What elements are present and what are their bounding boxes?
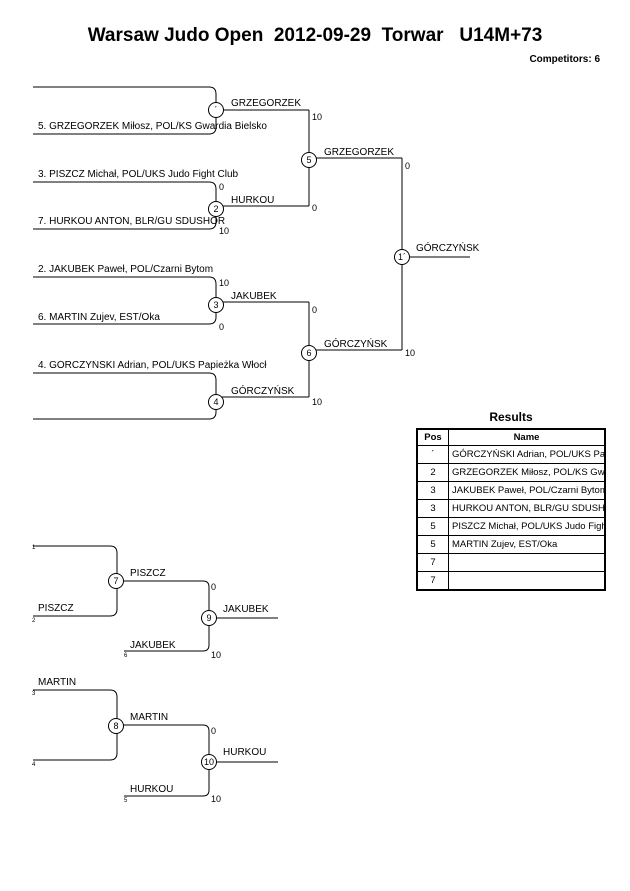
- match-number: 10: [201, 754, 217, 770]
- match-score: 0: [312, 203, 318, 213]
- match-number: 4: [208, 394, 224, 410]
- entrant-3: 7. HURKOU ANTON, BLR/GU SDUSHOR: [38, 216, 226, 227]
- match-score: 10: [312, 112, 323, 122]
- match-winner: JAKUBEK: [231, 291, 277, 302]
- results-header-row: Pos Name: [416, 428, 606, 446]
- match-winner: GÓRCZYŃSK: [416, 243, 480, 254]
- result-pos: 3: [416, 499, 449, 518]
- match-winner: GRZEGORZEK: [324, 147, 395, 158]
- entrant-2: 3. PISZCZ Michał, POL/UKS Judo Fight Clu…: [38, 169, 239, 180]
- match-winner: JAKUBEK: [223, 604, 269, 615]
- result-pos: 3: [416, 481, 449, 500]
- table-row: 7: [416, 571, 606, 591]
- repechage-name: HURKOU: [130, 784, 174, 795]
- match-number: 6: [301, 345, 317, 361]
- result-name: [448, 571, 606, 591]
- page-title: Warsaw Judo Open 2012-09-29 Torwar U14M+…: [87, 25, 543, 46]
- entrant-6: 4. GÓRCZYŃSKI Adrian, POL/UKS Papieżka W…: [38, 360, 267, 371]
- match-winner: MARTIN: [130, 712, 169, 723]
- match-number: 3: [208, 297, 224, 313]
- match-score: 10: [312, 397, 323, 407]
- match-number: 1´: [394, 249, 410, 265]
- match-winner: GÓRCZYŃSK: [324, 339, 388, 350]
- entrant-5: 6. MARTIN Zujev, EST/Oka: [38, 312, 160, 323]
- seed-number: 1: [32, 545, 36, 551]
- result-pos: 2: [416, 463, 449, 482]
- match-number: 9: [201, 610, 217, 626]
- match-winner: PISZCZ: [130, 568, 166, 579]
- result-name: GÓRCZYŃSKI Adrian, POL/UKS Papi: [448, 445, 606, 464]
- table-row: ´GÓRCZYŃSKI Adrian, POL/UKS Papi: [416, 445, 606, 464]
- entrant-4: 2. JAKUBEK Paweł, POL/Czarni Bytom: [38, 264, 214, 275]
- match-score: 10: [211, 650, 222, 660]
- seed-number: 4: [32, 762, 36, 768]
- result-pos: 5: [416, 517, 449, 536]
- result-name: [448, 553, 606, 572]
- match-score: 0: [219, 182, 225, 192]
- result-pos: 7: [416, 571, 449, 591]
- match-winner: GÓRCZYŃSK: [231, 386, 295, 397]
- seed-number: 2: [32, 618, 36, 624]
- result-name: HURKOU ANTON, BLR/GU SDUSHOR: [448, 499, 606, 518]
- result-name: PISZCZ Michał, POL/UKS Judo Fight C: [448, 517, 606, 536]
- competitors-count: Competitors: 6: [529, 54, 600, 65]
- match-score: 10: [405, 348, 416, 358]
- results-title: Results: [489, 410, 533, 424]
- match-winner: HURKOU: [231, 195, 275, 206]
- match-winner: HURKOU: [223, 747, 267, 758]
- match-score: 10: [219, 226, 230, 236]
- column-header-pos: Pos: [416, 428, 449, 446]
- seed-number: 3: [32, 691, 36, 697]
- result-name: JAKUBEK Paweł, POL/Czarni Bytom: [448, 481, 606, 500]
- repechage-name: PISZCZ: [38, 603, 74, 614]
- result-name: GRZEGORZEK Miłosz, POL/KS Gwar: [448, 463, 606, 482]
- match-number: 2: [208, 201, 224, 217]
- result-name: MARTIN Zujev, EST/Oka: [448, 535, 606, 554]
- match-number: 5: [301, 152, 317, 168]
- match-number: 8: [108, 718, 124, 734]
- repechage-name: JAKUBEK: [130, 640, 176, 651]
- match-score: 0: [211, 726, 217, 736]
- result-pos: ´: [416, 445, 449, 464]
- match-number: ´: [208, 102, 224, 118]
- results-table: Pos Name ´GÓRCZYŃSKI Adrian, POL/UKS Pap…: [416, 428, 606, 591]
- match-score: 0: [211, 582, 217, 592]
- match-score: 10: [219, 278, 230, 288]
- match-score: 0: [312, 305, 318, 315]
- match-score: 10: [211, 794, 222, 804]
- match-number: 7: [108, 573, 124, 589]
- match-score: 0: [405, 161, 411, 171]
- seed-number: 6: [124, 653, 128, 659]
- column-header-name: Name: [448, 428, 606, 446]
- table-row: 7: [416, 553, 606, 572]
- match-score: 0: [219, 322, 225, 332]
- match-winner: GRZEGORZEK: [231, 98, 302, 109]
- repechage-name: MARTIN: [38, 677, 77, 688]
- entrant-1: 5. GRZEGORZEK Miłosz, POL/KS Gwardia Bie…: [38, 121, 267, 132]
- result-pos: 5: [416, 535, 449, 554]
- seed-number: 5: [124, 798, 128, 804]
- result-pos: 7: [416, 553, 449, 572]
